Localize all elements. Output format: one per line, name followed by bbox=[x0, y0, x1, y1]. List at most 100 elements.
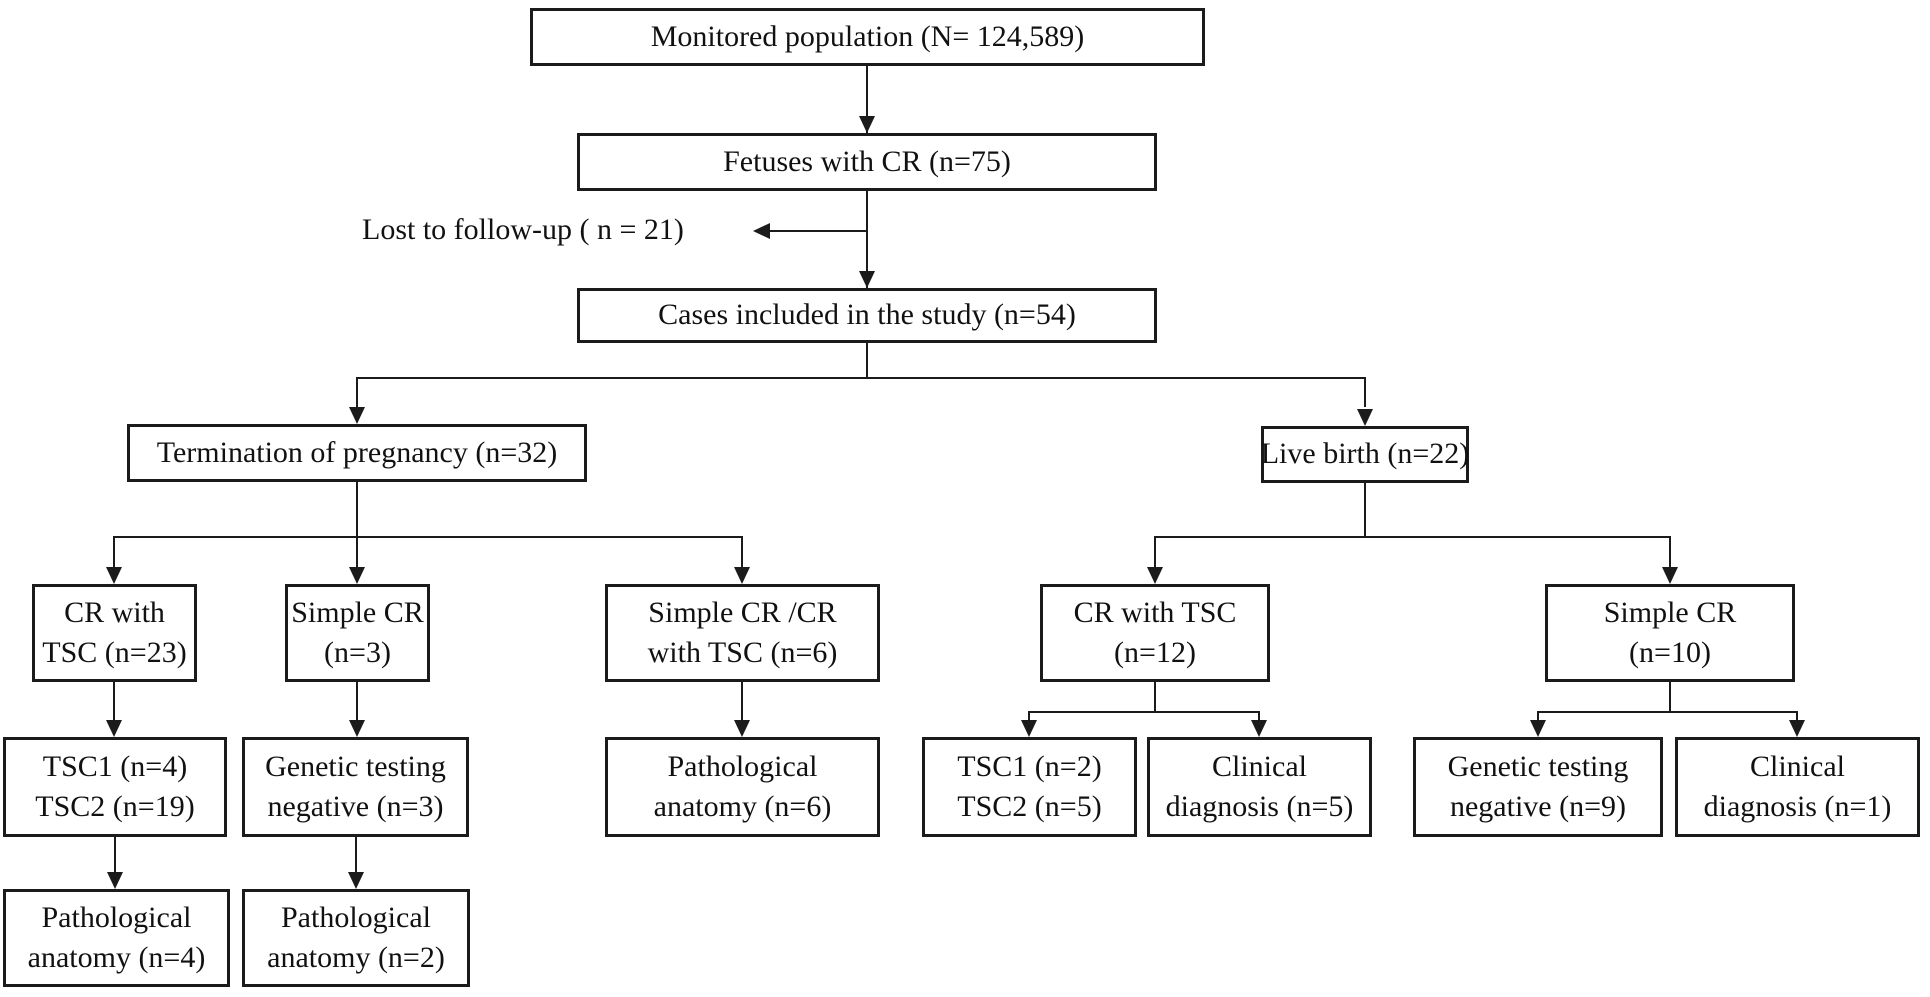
node-pathological-anatomy-6-line2: anatomy (n=6) bbox=[653, 790, 832, 823]
connector-simple-cr-10-stem bbox=[1669, 682, 1671, 711]
connector-termination-to-simple-cr-cr-tsc-6 bbox=[741, 536, 743, 567]
connector-tsc1-tsc2-19-to-path-anatomy-4 bbox=[114, 837, 116, 872]
node-pathological-anatomy-4: Pathological anatomy (n=4) bbox=[3, 889, 230, 987]
arrowhead-simple-cr-10-to-genetic-neg-9 bbox=[1530, 720, 1546, 737]
connector-cr-tsc-12-to-clinical-5 bbox=[1258, 711, 1260, 722]
node-simple-cr-3-line1: Simple CR bbox=[291, 595, 424, 629]
node-pathological-anatomy-2: Pathological anatomy (n=2) bbox=[242, 889, 470, 987]
node-cases-included-label: Cases included in the study (n=54) bbox=[658, 298, 1076, 332]
node-monitored-population-label: Monitored population (N= 124,589) bbox=[650, 19, 1085, 53]
connector-cr-tsc-12-stem bbox=[1154, 682, 1156, 711]
node-genetic-testing-negative-3-line1: Genetic testing bbox=[265, 749, 446, 783]
connector-simple-cr-10-to-clinical-1 bbox=[1796, 711, 1798, 722]
connector-simple-cr-10-to-genetic-neg-9 bbox=[1537, 711, 1539, 722]
arrowhead-cr-tsc-23-to-tsc1-tsc2 bbox=[106, 720, 122, 737]
arrowhead-simple-cr-cr-tsc-6-to-path-anatomy-6 bbox=[734, 720, 750, 737]
node-termination-of-pregnancy: Termination of pregnancy (n=32) bbox=[127, 424, 587, 482]
node-simple-cr-3: Simple CR (n=3) bbox=[285, 584, 430, 682]
arrowhead-livebirth-to-cr-tsc-12 bbox=[1147, 567, 1163, 584]
arrowhead-termination-to-simple-cr-3 bbox=[349, 567, 365, 584]
connector-cr-tsc-12-split bbox=[1028, 711, 1260, 713]
node-clinical-diagnosis-1-line2: diagnosis (n=1) bbox=[1703, 790, 1892, 823]
connector-simple-cr-3-to-genetic-neg-3 bbox=[356, 682, 358, 720]
node-tsc1-4-tsc2-19: TSC1 (n=4) TSC2 (n=19) bbox=[3, 737, 227, 837]
node-tsc1-2-tsc2-5-line2: TSC2 (n=5) bbox=[957, 790, 1102, 823]
arrowhead-livebirth-to-simple-cr-10 bbox=[1662, 567, 1678, 584]
arrowhead-tsc1-tsc2-19-to-path-anatomy-4 bbox=[107, 872, 123, 889]
connector-monitored-to-fetuses bbox=[866, 66, 868, 133]
node-cr-with-tsc-23-line2: TSC (n=23) bbox=[42, 636, 187, 669]
node-pathological-anatomy-2-line2: anatomy (n=2) bbox=[267, 941, 445, 974]
arrowhead-genetic-neg-3-to-path-anatomy-2 bbox=[348, 872, 364, 889]
connector-livebirth-split bbox=[1154, 536, 1671, 538]
connector-cases-to-termination bbox=[356, 377, 358, 407]
arrowhead-cases-to-termination bbox=[349, 407, 365, 424]
node-cr-with-tsc-12-line2: (n=12) bbox=[1114, 636, 1196, 669]
arrowhead-cr-tsc-12-to-clinical-5 bbox=[1251, 720, 1267, 737]
arrowhead-fetuses-to-cases bbox=[859, 271, 875, 288]
node-live-birth-label: Live birth (n=22) bbox=[1260, 437, 1470, 471]
connector-cr-tsc-12-to-tsc1-tsc2 bbox=[1028, 711, 1030, 722]
node-genetic-testing-negative-9-line2: negative (n=9) bbox=[1449, 790, 1626, 823]
connector-livebirth-stem bbox=[1364, 483, 1366, 536]
node-simple-cr-cr-with-tsc-6-line2: with TSC (n=6) bbox=[647, 636, 838, 669]
connector-genetic-neg-3-to-path-anatomy-2 bbox=[355, 837, 357, 872]
connector-cases-to-livebirth bbox=[1364, 377, 1366, 407]
arrowhead-simple-cr-3-to-genetic-neg-3 bbox=[349, 720, 365, 737]
connector-cases-stem bbox=[866, 343, 868, 377]
node-cr-with-tsc-23-line1: CR with bbox=[64, 595, 165, 629]
arrowhead-monitored-to-fetuses bbox=[859, 116, 875, 133]
arrowhead-cr-tsc-12-to-tsc1-tsc2 bbox=[1021, 720, 1037, 737]
node-cr-with-tsc-12: CR with TSC (n=12) bbox=[1040, 584, 1270, 682]
node-pathological-anatomy-4-line1: Pathological bbox=[41, 900, 192, 934]
arrowhead-lost-to-follow-up bbox=[753, 223, 770, 239]
node-tsc1-2-tsc2-5: TSC1 (n=2) TSC2 (n=5) bbox=[922, 737, 1137, 837]
node-simple-cr-10-line2: (n=10) bbox=[1629, 636, 1711, 669]
node-simple-cr-10: Simple CR (n=10) bbox=[1545, 584, 1795, 682]
node-monitored-population: Monitored population (N= 124,589) bbox=[530, 8, 1205, 66]
node-fetuses-with-cr-label: Fetuses with CR (n=75) bbox=[723, 144, 1011, 178]
connector-termination-to-simple-cr-3 bbox=[356, 536, 358, 567]
node-tsc1-4-tsc2-19-line1: TSC1 (n=4) bbox=[42, 749, 188, 783]
connector-termination-to-cr-tsc-23 bbox=[113, 536, 115, 567]
node-clinical-diagnosis-5: Clinical diagnosis (n=5) bbox=[1147, 737, 1372, 837]
node-genetic-testing-negative-9-line1: Genetic testing bbox=[1447, 749, 1629, 783]
arrowhead-termination-to-simple-cr-cr-tsc-6 bbox=[734, 567, 750, 584]
node-clinical-diagnosis-1: Clinical diagnosis (n=1) bbox=[1675, 737, 1920, 837]
connector-termination-split bbox=[113, 536, 743, 538]
node-clinical-diagnosis-1-line1: Clinical bbox=[1750, 749, 1845, 783]
node-pathological-anatomy-6-line1: Pathological bbox=[667, 749, 818, 783]
node-termination-label: Termination of pregnancy (n=32) bbox=[156, 435, 558, 469]
arrowhead-simple-cr-10-to-clinical-1 bbox=[1789, 720, 1805, 737]
node-pathological-anatomy-4-line2: anatomy (n=4) bbox=[27, 941, 206, 974]
connector-simple-cr-10-split bbox=[1537, 711, 1798, 713]
node-genetic-testing-negative-3-line2: negative (n=3) bbox=[267, 790, 444, 823]
node-pathological-anatomy-6: Pathological anatomy (n=6) bbox=[605, 737, 880, 837]
label-lost-to-follow-up: Lost to follow-up ( n = 21) bbox=[362, 213, 684, 246]
node-genetic-testing-negative-3: Genetic testing negative (n=3) bbox=[242, 737, 469, 837]
node-tsc1-2-tsc2-5-line1: TSC1 (n=2) bbox=[957, 749, 1102, 783]
connector-livebirth-to-simple-cr-10 bbox=[1669, 536, 1671, 567]
connector-livebirth-to-cr-tsc-12 bbox=[1154, 536, 1156, 567]
node-tsc1-4-tsc2-19-line2: TSC2 (n=19) bbox=[35, 790, 195, 823]
node-live-birth: Live birth (n=22) bbox=[1261, 426, 1469, 483]
node-simple-cr-3-line2: (n=3) bbox=[324, 636, 391, 669]
arrowhead-termination-to-cr-tsc-23 bbox=[106, 567, 122, 584]
node-fetuses-with-cr: Fetuses with CR (n=75) bbox=[577, 133, 1157, 191]
node-clinical-diagnosis-5-line1: Clinical bbox=[1212, 749, 1307, 783]
arrowhead-cases-to-livebirth bbox=[1357, 409, 1373, 426]
node-cases-included: Cases included in the study (n=54) bbox=[577, 288, 1157, 343]
connector-termination-stem bbox=[356, 482, 358, 536]
node-cr-with-tsc-12-line1: CR with TSC bbox=[1073, 595, 1237, 629]
node-simple-cr-cr-with-tsc-6-line1: Simple CR /CR bbox=[648, 595, 837, 629]
node-genetic-testing-negative-9: Genetic testing negative (n=9) bbox=[1413, 737, 1663, 837]
node-pathological-anatomy-2-line1: Pathological bbox=[281, 900, 431, 934]
connector-cases-split bbox=[356, 377, 1366, 379]
node-simple-cr-cr-with-tsc-6: Simple CR /CR with TSC (n=6) bbox=[605, 584, 880, 682]
connector-lost-to-follow-up bbox=[770, 230, 867, 232]
connector-cr-tsc-23-to-tsc1-tsc2 bbox=[113, 682, 115, 720]
connector-fetuses-to-cases bbox=[866, 191, 868, 288]
node-clinical-diagnosis-5-line2: diagnosis (n=5) bbox=[1165, 790, 1354, 823]
node-simple-cr-10-line1: Simple CR bbox=[1603, 595, 1737, 629]
